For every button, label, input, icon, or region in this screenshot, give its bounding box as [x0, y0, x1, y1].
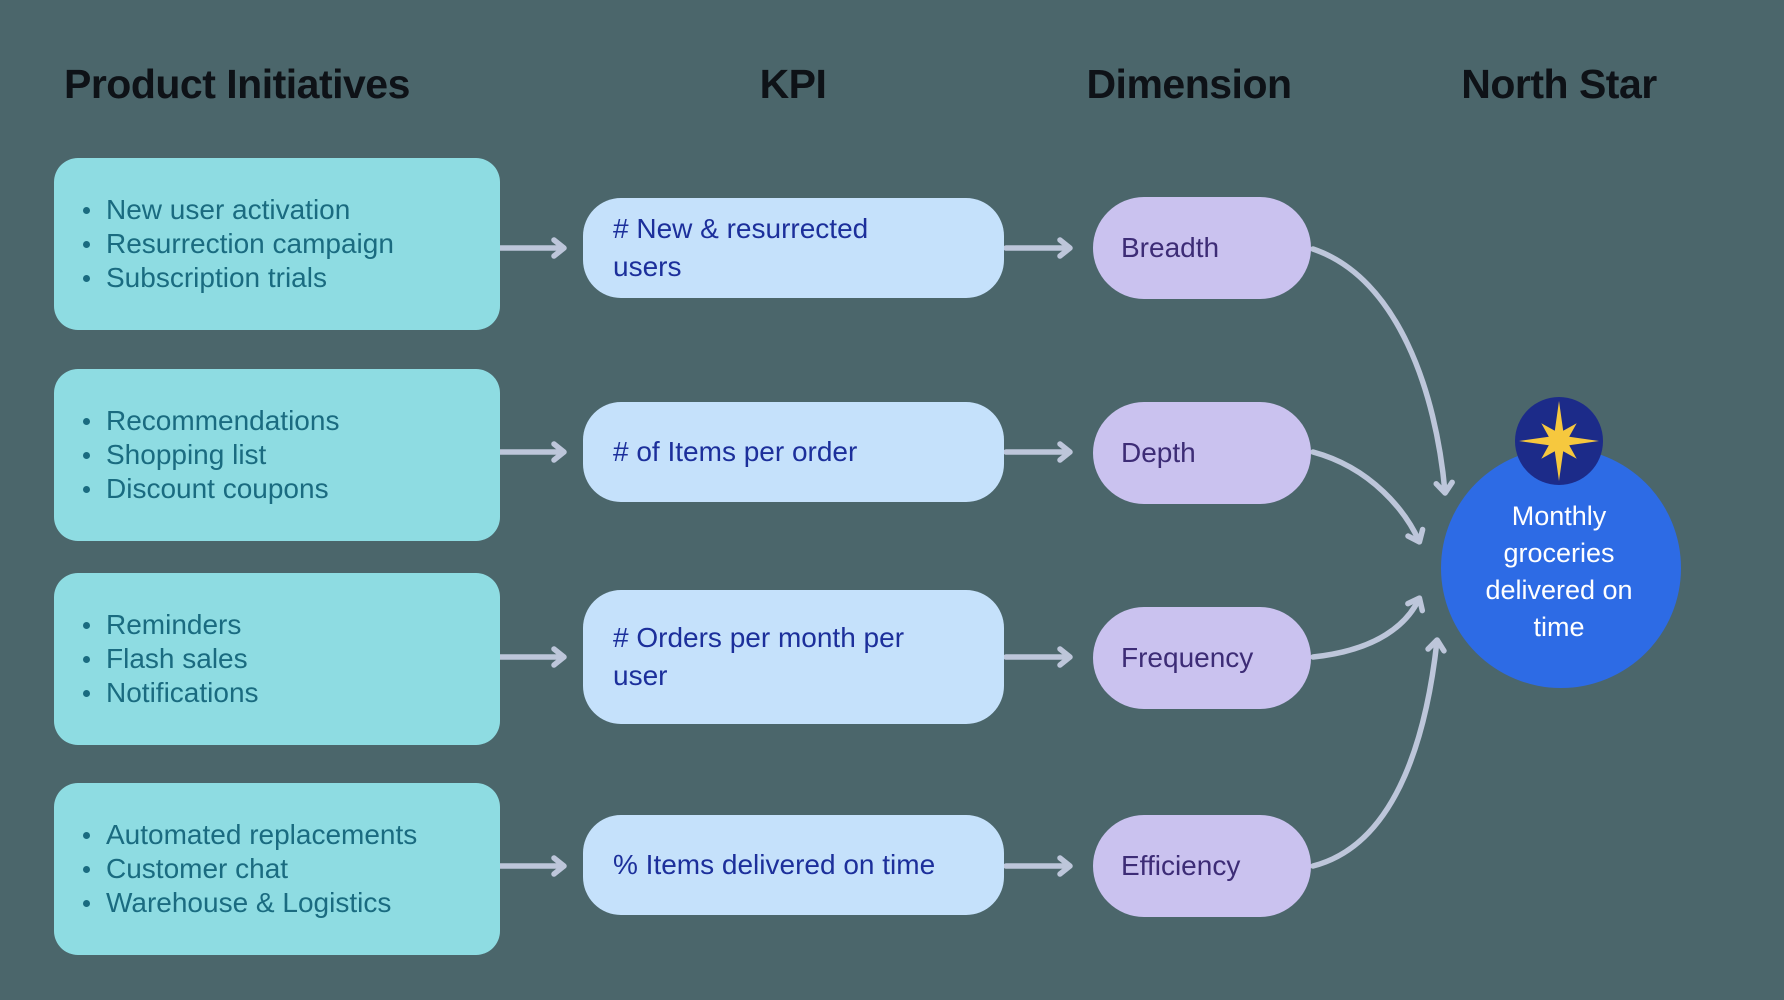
initiative-item: Recommendations [83, 404, 480, 438]
bullet-icon [83, 865, 90, 873]
kpi-label: # New & resurrected users [613, 213, 869, 282]
dimension-pill-breadth: Breadth [1093, 197, 1311, 299]
initiative-item-label: Warehouse & Logistics [106, 887, 392, 918]
north-star-metric-label: Monthly groceries delivered on time [1485, 501, 1633, 642]
initiative-list: Automated replacements Customer chat War… [54, 818, 500, 920]
initiative-item: Notifications [83, 676, 480, 710]
initiative-list: New user activation Resurrection campaig… [54, 193, 500, 295]
kpi-label: # of Items per order [613, 436, 858, 467]
dimension-pill-frequency: Frequency [1093, 607, 1311, 709]
initiative-item: Reminders [83, 608, 480, 642]
bullet-icon [83, 831, 90, 839]
north-star-node [1441, 448, 1681, 688]
bullet-icon [83, 621, 90, 629]
initiative-item-label: Shopping list [106, 439, 267, 470]
initiative-item-label: Recommendations [106, 405, 340, 436]
dimension-label: Frequency [1121, 642, 1254, 673]
initiative-item: Customer chat [83, 852, 480, 886]
arrow-breadth-to-northstar [1310, 246, 1455, 496]
bullet-icon [83, 240, 90, 248]
column-header-product-initiatives: Product Initiatives [64, 61, 410, 107]
bullet-icon [83, 655, 90, 663]
initiative-item-label: Flash sales [106, 643, 248, 674]
initiative-list: Recommendations Shopping list Discount c… [54, 404, 500, 506]
kpi-label: # Orders per month per user [613, 622, 905, 691]
kpi-card-items-delivered-on-time: % Items delivered on time [583, 815, 1004, 915]
kpi-card-items-per-order: # of Items per order [583, 402, 1004, 502]
arrow-frequency-to-northstar [1310, 595, 1426, 660]
kpi-card-orders-per-month: # Orders per month per user [583, 590, 1004, 724]
initiative-item-label: Customer chat [106, 853, 289, 884]
kpi-label: % Items delivered on time [613, 849, 936, 880]
column-header-north-star: North Star [1461, 61, 1657, 107]
initiative-item-label: New user activation [106, 194, 351, 225]
initiative-card-retention: Reminders Flash sales Notifications [54, 573, 500, 745]
dimension-pill-efficiency: Efficiency [1093, 815, 1311, 917]
initiative-card-acquisition: New user activation Resurrection campaig… [54, 158, 500, 330]
arrow-depth-to-northstar [1310, 449, 1426, 545]
bullet-icon [83, 417, 90, 425]
initiative-item: New user activation [83, 193, 480, 227]
initiative-item-label: Subscription trials [106, 262, 327, 293]
bullet-icon [83, 899, 90, 907]
dimension-label: Depth [1121, 437, 1196, 468]
initiative-item-label: Notifications [106, 677, 259, 708]
dimension-label: Efficiency [1121, 850, 1241, 881]
arrow-efficiency-to-northstar [1310, 637, 1447, 869]
initiative-item: Automated replacements [83, 818, 480, 852]
initiative-item-label: Discount coupons [106, 473, 329, 504]
bullet-icon [83, 689, 90, 697]
initiative-item: Shopping list [83, 438, 480, 472]
initiative-item: Flash sales [83, 642, 480, 676]
initiative-item: Warehouse & Logistics [83, 886, 480, 920]
bullet-icon [83, 451, 90, 459]
initiative-card-engagement: Recommendations Shopping list Discount c… [54, 369, 500, 541]
north-star-icon [1515, 397, 1603, 485]
initiative-item: Resurrection campaign [83, 227, 480, 261]
initiative-item-label: Resurrection campaign [106, 228, 394, 259]
kpi-card-new-resurrected-users: # New & resurrected users [583, 198, 1004, 298]
bullet-icon [83, 485, 90, 493]
column-header-dimension: Dimension [1086, 61, 1292, 107]
initiative-list: Reminders Flash sales Notifications [54, 608, 500, 710]
initiative-item-label: Reminders [106, 609, 242, 640]
dimension-label: Breadth [1121, 232, 1220, 263]
column-header-kpi: KPI [759, 61, 827, 107]
dimension-pill-depth: Depth [1093, 402, 1311, 504]
initiative-item-label: Automated replacements [106, 819, 418, 850]
initiative-item: Subscription trials [83, 261, 480, 295]
initiative-item: Discount coupons [83, 472, 480, 506]
bullet-icon [83, 274, 90, 282]
initiative-card-operations: Automated replacements Customer chat War… [54, 783, 500, 955]
bullet-icon [83, 206, 90, 214]
